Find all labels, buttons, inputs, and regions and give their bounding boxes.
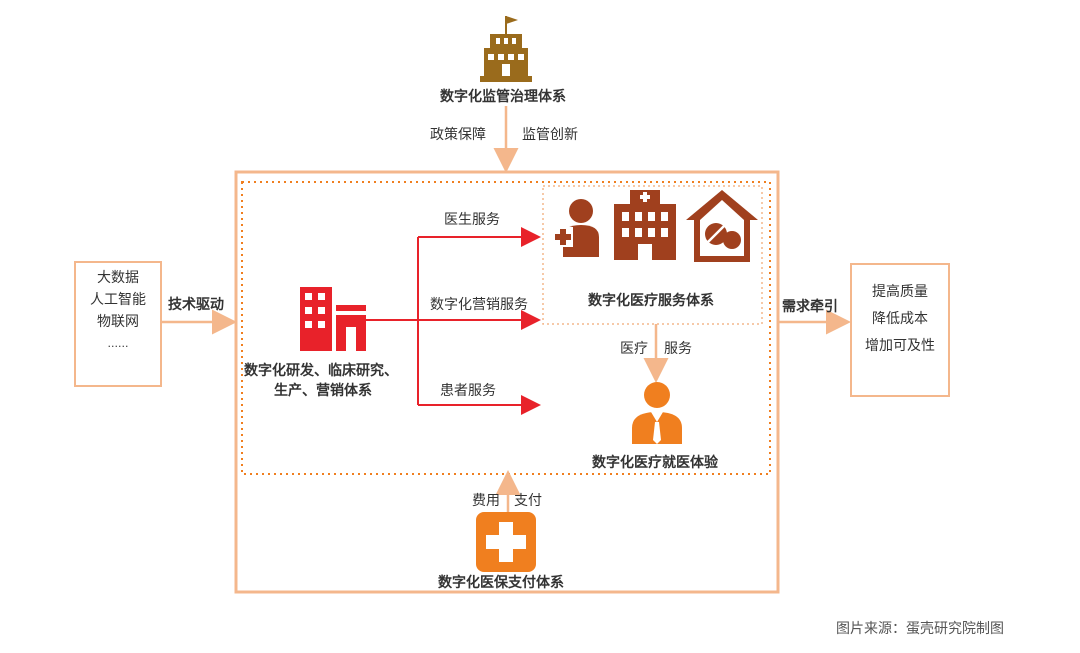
demand-pull-label: 需求牵引	[782, 299, 838, 315]
regulation-innovation-label: 监管创新	[522, 127, 578, 143]
regulation-system-title: 数字化监管治理体系	[440, 89, 566, 105]
payment-label: 支付	[514, 493, 542, 509]
outcomes-box: 提高质量 降低成本 增加可及性	[850, 263, 950, 397]
tech-line-2: 人工智能	[90, 292, 146, 308]
patient-experience-title: 数字化医疗就医体验	[592, 455, 718, 471]
payment-system-title: 数字化医保支付体系	[438, 575, 564, 591]
tech-driven-label: 技术驱动	[168, 297, 224, 313]
outcome-line-1: 提高质量	[872, 284, 928, 300]
home-medicine-icon	[686, 190, 758, 262]
doctor-icon	[553, 199, 599, 257]
service-dotted-frame	[542, 185, 763, 325]
doctor-service-label: 医生服务	[444, 212, 500, 228]
tech-line-3: 物联网	[97, 314, 139, 330]
outcome-line-2: 降低成本	[872, 311, 928, 327]
technology-box: 大数据 人工智能 物联网 ......	[74, 261, 162, 387]
patient-icon	[632, 382, 682, 444]
medical-insurance-icon	[476, 512, 536, 572]
hospital-icon	[614, 190, 676, 260]
inner-dotted-frame	[241, 181, 771, 475]
image-source: 图片来源：蛋壳研究院制图	[836, 621, 1004, 637]
fee-label: 费用	[472, 493, 500, 509]
medical-service-system-title: 数字化医疗服务体系	[588, 293, 714, 309]
rnd-system-title-line1: 数字化研发、临床研究、	[244, 363, 398, 379]
patient-service-label: 患者服务	[440, 383, 496, 399]
service-label: 服务	[664, 341, 692, 357]
tech-line-1: 大数据	[97, 270, 139, 286]
policy-label: 政策保障	[430, 127, 486, 143]
outcome-line-3: 增加可及性	[865, 338, 935, 354]
pharma-building-icon	[300, 287, 366, 351]
rnd-system-title-line2: 生产、营销体系	[274, 383, 372, 399]
tech-line-4: ......	[107, 337, 129, 350]
medical-label: 医疗	[620, 341, 648, 357]
marketing-service-label: 数字化营销服务	[430, 297, 528, 313]
government-building-icon	[480, 16, 532, 82]
